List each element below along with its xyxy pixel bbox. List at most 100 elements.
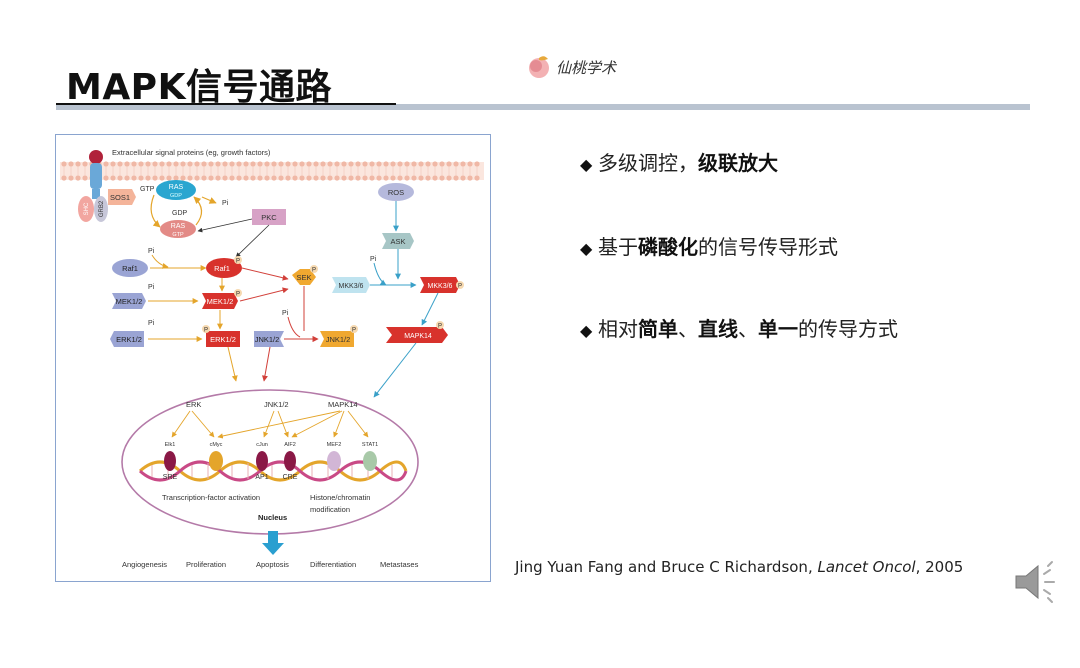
pi-label-jnk: Pi — [282, 310, 289, 317]
diagram-header: Extracellular signal proteins (eg, growt… — [112, 148, 271, 157]
jnk12-left-node: JNK1/2 — [254, 331, 284, 347]
slide-title: MAPK信号通路 — [66, 67, 332, 108]
ras-gtp-node: RAS GTP — [160, 220, 196, 238]
pkc-node: PKC — [252, 209, 286, 225]
erk12-left-node: ERK1/2 — [110, 331, 144, 347]
outcome-differentiation: Differentiation — [310, 560, 356, 569]
peach-logo-icon — [529, 56, 549, 78]
svg-text:ROS: ROS — [388, 188, 404, 197]
svg-text:RAS: RAS — [169, 184, 184, 191]
svg-text:SEK: SEK — [296, 273, 311, 282]
bullet-item-1: ◆多级调控，级联放大 — [580, 151, 778, 175]
svg-text:MEK1/2: MEK1/2 — [207, 297, 234, 306]
tf-blob-aif2 — [284, 451, 296, 471]
tf-blob-stat1 — [363, 451, 377, 471]
pi-label-ask: Pi — [370, 256, 377, 263]
tf-label-cmyc: cMyc — [210, 442, 223, 448]
dna-helix — [138, 451, 408, 482]
tf-label-mef2: MEF2 — [327, 442, 342, 448]
svg-text:JNK1/2: JNK1/2 — [255, 335, 280, 344]
tf-label-cjun: cJun — [256, 442, 268, 448]
gdp-label: GDP — [172, 210, 188, 217]
cre-label: CRE — [283, 474, 298, 481]
citation: Jing Yuan Fang and Bruce C Richardson, L… — [515, 558, 964, 576]
svg-text:PKC: PKC — [261, 213, 277, 222]
svg-text:P: P — [236, 259, 240, 265]
cell-membrane — [60, 161, 484, 181]
nucleus-mapk14: MAPK14 — [328, 400, 358, 409]
receptor — [89, 150, 103, 199]
svg-text:MKK3/6: MKK3/6 — [428, 283, 453, 290]
mek12-left-node: MEK1/2 — [112, 293, 146, 309]
tf-label-stat1: STAT1 — [362, 442, 378, 448]
ras-gdp-node: RAS GDP — [156, 180, 196, 200]
mapk14-node: MAPK14 P — [386, 321, 448, 343]
grb2-node: GRB2 — [94, 196, 108, 222]
title-underline-accent — [56, 103, 396, 105]
svg-text:SHC: SHC — [84, 202, 90, 215]
svg-text:P: P — [352, 328, 356, 334]
brand-logo-text: 仙桃学术 — [556, 58, 617, 77]
svg-text:RAS: RAS — [171, 223, 186, 230]
svg-text:MKK3/6: MKK3/6 — [339, 283, 364, 290]
pi-label-1: Pi — [222, 200, 229, 207]
tf-activation-label: Transcription-factor activation — [162, 493, 260, 502]
diamond-bullet-icon: ◆ — [580, 321, 593, 340]
erk12-right-node: ERK1/2 P — [202, 325, 240, 347]
bullet-item-2: ◆基于磷酸化的信号传导形式 — [580, 235, 838, 259]
pi-label-erk: Pi — [148, 320, 155, 327]
nucleus-label: Nucleus — [258, 513, 287, 522]
pi-label-mek: Pi — [148, 284, 155, 291]
svg-text:SOS1: SOS1 — [110, 193, 130, 202]
svg-text:GTP: GTP — [172, 232, 184, 238]
svg-text:JNK1/2: JNK1/2 — [326, 335, 351, 344]
tf-blob-cjun — [256, 451, 268, 471]
tf-blob-mef2 — [327, 451, 341, 471]
modification-label: modification — [310, 505, 350, 514]
outcome-angiogenesis: Angiogenesis — [122, 560, 167, 569]
svg-text:GRB2: GRB2 — [99, 200, 105, 217]
outcome-proliferation: Proliferation — [186, 560, 226, 569]
diamond-bullet-icon: ◆ — [580, 155, 593, 174]
sos1-node: SOS1 — [108, 189, 136, 205]
svg-text:P: P — [204, 328, 208, 334]
pi-label-raf: Pi — [148, 248, 155, 255]
ros-node: ROS — [378, 183, 414, 201]
bullet-item-3: ◆相对简单、直线、单一的传导方式 — [580, 317, 898, 341]
jnk12-right-node: JNK1/2 P — [320, 325, 358, 347]
mapk-pathway-diagram: Extracellular signal proteins (eg, growt… — [55, 134, 491, 582]
tf-blob-cmyc — [209, 451, 223, 471]
diamond-bullet-icon: ◆ — [580, 239, 593, 258]
tf-label-elk1: Elk1 — [165, 442, 176, 448]
tf-label-aif2: AIF2 — [284, 442, 296, 448]
down-arrow-icon — [262, 531, 284, 555]
nucleus-jnk: JNK1/2 — [264, 400, 289, 409]
svg-text:Raf1: Raf1 — [122, 264, 138, 273]
raf1-left-node: Raf1 — [112, 259, 148, 277]
nucleus-erk: ERK — [186, 400, 201, 409]
outcome-apoptosis: Apoptosis — [256, 560, 289, 569]
svg-text:ERK1/2: ERK1/2 — [116, 335, 142, 344]
ap1-label: AP1 — [255, 474, 268, 481]
speaker-icon[interactable] — [1012, 558, 1066, 610]
svg-text:MEK1/2: MEK1/2 — [116, 297, 143, 306]
svg-text:P: P — [438, 324, 442, 330]
brand-logo: 仙桃学术 — [526, 54, 616, 80]
svg-text:P: P — [236, 292, 240, 298]
shc-node: SHC — [78, 196, 94, 222]
sek-node: SEK P — [292, 265, 318, 285]
svg-text:ERK1/2: ERK1/2 — [210, 335, 236, 344]
svg-text:GDP: GDP — [170, 193, 182, 199]
svg-text:P: P — [458, 284, 462, 290]
svg-text:P: P — [312, 268, 316, 274]
mkk36-right-node: MKK3/6 P — [420, 277, 464, 293]
mkk36-left-node: MKK3/6 — [332, 277, 370, 293]
histone-label: Histone/chromatin — [310, 493, 370, 502]
svg-text:Raf1: Raf1 — [214, 264, 230, 273]
svg-text:MAPK14: MAPK14 — [404, 333, 432, 340]
svg-text:ASK: ASK — [390, 237, 405, 246]
raf1-right-node: Raf1 P — [206, 256, 242, 278]
ask-node: ASK — [382, 233, 414, 249]
gtp-label: GTP — [140, 186, 155, 193]
sre-label: SRE — [163, 474, 178, 481]
